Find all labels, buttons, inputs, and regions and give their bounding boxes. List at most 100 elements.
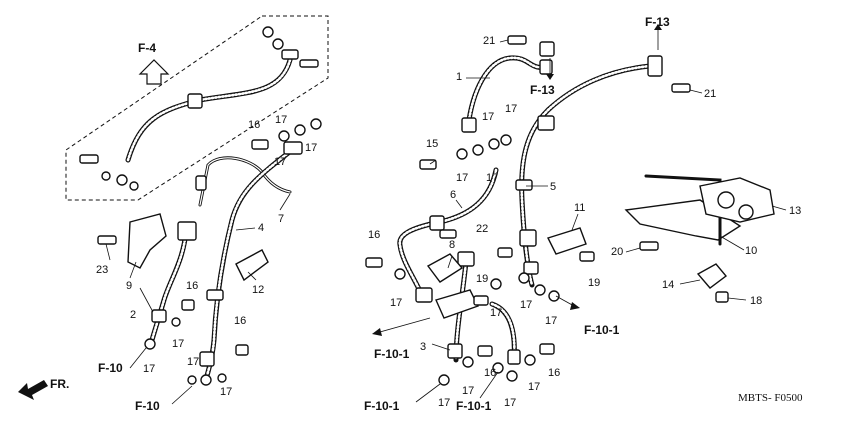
hose-4-banjo — [200, 374, 212, 386]
hose-5-fitting-top — [537, 115, 555, 131]
callout-22: 22 — [476, 223, 488, 235]
bolt-16-bottom-mid — [477, 345, 493, 357]
f4-banjo-top — [281, 49, 299, 60]
leader-f10-left — [129, 347, 147, 369]
right-assembly: 1 3 5 6 8 10 11 13 14 15 16 17 17 17 17 … — [364, 15, 801, 413]
f101-arrow-left-icon — [372, 328, 382, 336]
hose-5-banjo-top — [647, 55, 663, 77]
callout-17-right-d: 17 — [456, 172, 468, 184]
callout-17-lower-left: 17 — [143, 363, 155, 375]
three-way-joint-8 — [426, 253, 464, 283]
washer-17-left — [171, 317, 181, 327]
callout-17-right-c: 17 — [505, 103, 517, 115]
clamp-14 — [696, 263, 728, 289]
washer-17-r1 — [394, 268, 406, 280]
f4-bolt-top — [299, 59, 319, 68]
callout-17-right-j: 17 — [462, 385, 474, 397]
callout-1: 1 — [456, 71, 462, 83]
bolt-16-bottom-right — [539, 343, 555, 355]
washer-17-r12 — [492, 362, 504, 374]
hose-1-fitting-top — [539, 41, 555, 57]
callout-12: 12 — [252, 284, 264, 296]
callout-14: 14 — [662, 279, 674, 291]
washer-17-r10 — [438, 374, 450, 386]
washer-17-r5 — [500, 134, 512, 146]
callout-19-mid: 19 — [476, 273, 488, 285]
callout-16-left: 16 — [186, 280, 198, 292]
callout-16-bottom-mid: 16 — [484, 367, 496, 379]
ref-f101-right: F-10-1 — [584, 323, 620, 337]
joint-8-bolt — [439, 229, 457, 239]
callout-16-bottom-right: 16 — [548, 367, 560, 379]
callout-20: 20 — [611, 246, 623, 258]
leader-13 — [771, 205, 787, 211]
callout-7: 7 — [278, 213, 284, 225]
bolt-20 — [639, 241, 659, 251]
bolt-19-mid — [473, 295, 489, 306]
clamp-12 — [235, 249, 269, 282]
leader-4 — [235, 227, 256, 231]
callout-17-right-k: 17 — [504, 397, 516, 409]
f4-washer-bottom — [101, 171, 111, 181]
leader-8 — [447, 255, 453, 269]
callout-17-right-h: 17 — [545, 315, 557, 327]
ref-f10-bottom: F-10 — [135, 399, 160, 413]
f101-leader-left — [379, 317, 431, 333]
callout-3: 3 — [420, 341, 426, 353]
washer-17-top — [278, 130, 290, 142]
leader-6 — [455, 199, 463, 209]
callout-17-left: 17 — [172, 338, 184, 350]
washer-17-r9 — [548, 290, 560, 302]
f4-washer-bottom-2 — [129, 181, 139, 191]
callout-17-top-mid: 17 — [274, 156, 286, 168]
callout-17-top: 17 — [275, 114, 287, 126]
leader-21-top — [499, 39, 509, 43]
washer-17-top-3 — [310, 118, 322, 130]
leader-10 — [719, 235, 745, 251]
leader-f101-bottom-left — [415, 383, 441, 403]
ref-f101-bottom-left: F-10-1 — [364, 399, 400, 413]
callout-17-right-a: 17 — [390, 297, 402, 309]
callout-5: 5 — [550, 181, 556, 193]
leader-20 — [625, 247, 641, 253]
ref-f13-center: F-13 — [530, 83, 555, 97]
hose-5-clamp — [515, 179, 533, 191]
callout-18: 18 — [750, 295, 762, 307]
bolt-19-right — [579, 251, 595, 262]
leader-23 — [105, 243, 111, 261]
bolt-21-right — [671, 83, 691, 93]
callout-8: 8 — [449, 239, 455, 251]
callout-10: 10 — [745, 245, 757, 257]
f13-arrow-center-icon — [546, 74, 554, 80]
f4-up-arrow-icon — [138, 59, 170, 85]
hose-1-fitting-bottom — [461, 117, 477, 133]
hose-6-fitting — [415, 287, 433, 303]
leader-3 — [431, 343, 451, 351]
callout-17-right-e: 17 — [486, 172, 498, 184]
washer-17-r6 — [490, 278, 502, 290]
callout-17-right-i: 17 — [438, 397, 450, 409]
callout-17-right-l: 17 — [528, 381, 540, 393]
left-assembly: FR. F-4 2 4 7 9 12 23 16 17 17 17 16 17 … — [18, 15, 329, 413]
callout-17-bottom-left: 17 — [187, 356, 199, 368]
washer-17-r7 — [518, 272, 530, 284]
f4-washer-top — [262, 26, 274, 38]
leader-2 — [139, 287, 154, 313]
front-arrow-icon — [18, 380, 48, 400]
bolt-21-top — [507, 35, 527, 45]
leader-14 — [679, 279, 701, 285]
hose-2-joint — [177, 221, 197, 241]
washer-17-bottom-left — [187, 375, 197, 385]
callout-23: 23 — [96, 264, 108, 276]
hose-4-fitting-bottom — [199, 351, 215, 367]
diagram-code: MBTS- F0500 — [738, 392, 803, 404]
f4-banjo-bottom — [116, 174, 128, 186]
leader-12 — [247, 271, 257, 281]
bolt-16-left — [181, 299, 195, 311]
callout-17-right-b: 17 — [482, 111, 494, 123]
hose-6-clamp — [429, 215, 445, 231]
leader-f10-bottom — [171, 385, 193, 405]
hose-4-fitting-top — [283, 141, 303, 155]
callout-16-lower: 16 — [234, 315, 246, 327]
